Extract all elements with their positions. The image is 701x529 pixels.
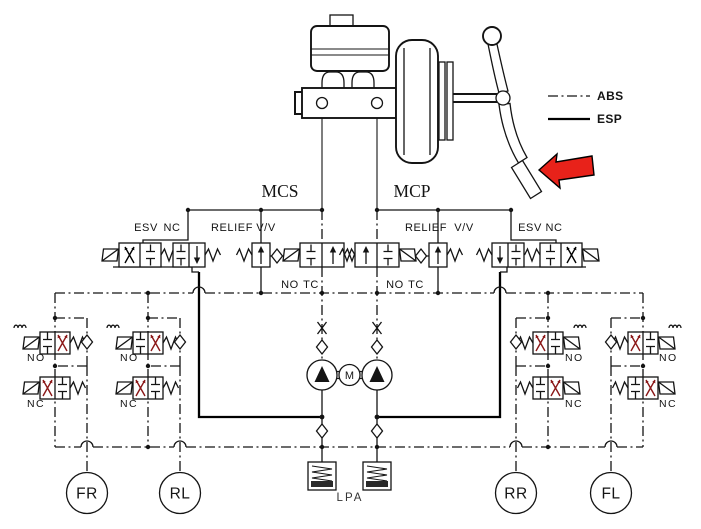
tc-valve-icon (283, 243, 360, 267)
esv-label: ESV (518, 222, 542, 234)
no-label: NO (386, 279, 404, 291)
nc-label: NC (163, 222, 180, 234)
solid-connection-lines (113, 109, 586, 462)
wheel-fr: FR (65, 471, 109, 515)
no-label: NO (27, 352, 46, 364)
tc-valve-icon (340, 243, 417, 267)
wheel-valves-fl: NO NC (604, 324, 682, 410)
solenoid-coil-icon (106, 324, 120, 329)
mcs-port (315, 96, 329, 110)
relief-valve-icon (429, 243, 463, 267)
legend: ABS ESP (548, 89, 624, 126)
legend-esp-label: ESP (597, 112, 622, 126)
motor-icon (338, 363, 361, 387)
nc-valve-icon (173, 243, 221, 267)
motor-label: M (345, 370, 354, 382)
pump-motor-unit: M (306, 321, 393, 439)
pushrod (453, 93, 497, 103)
check-valve-icon (315, 339, 329, 355)
lpa-label: LPA (337, 492, 364, 504)
wheel-label: RR (504, 486, 527, 503)
nc-label: NC (120, 398, 138, 410)
wheel-label: FL (601, 486, 620, 503)
check-valve-icon (414, 248, 428, 264)
valve-block-mcp: RELIEF V/V ESV NC NO TC (340, 222, 600, 291)
wheel-rr: RR (494, 471, 538, 515)
check-valve-icon (315, 423, 329, 439)
outlet-nc-valve-icon (613, 377, 676, 399)
no-label: NO (281, 279, 299, 291)
tc-label: TC (408, 279, 424, 291)
pedal-rod-joint (495, 90, 511, 106)
accumulator-icon (307, 461, 337, 491)
no-label: NO (120, 352, 139, 364)
outlet-nc-valve-icon (23, 377, 86, 399)
low-pressure-accumulators: LPA (307, 461, 392, 504)
relief-label: RELIEF (211, 222, 253, 234)
esv-valve-icon (102, 243, 177, 267)
check-valve-icon (270, 248, 284, 264)
wheel-rl: RL (158, 471, 202, 515)
nc-label: NC (27, 398, 45, 410)
inlet-no-valve-icon (613, 332, 676, 354)
inlet-no-valve-icon (116, 332, 179, 354)
wheel-valves-fr: NO NC (13, 324, 94, 410)
esp-line-network (197, 272, 502, 419)
esv-valve-icon (525, 243, 600, 267)
vv-label: V/V (256, 222, 276, 234)
nc-label: NC (565, 398, 583, 410)
legend-abs-label: ABS (597, 89, 624, 103)
valve-block-mcs: ESV NC RELIEF V/V NO TC (102, 222, 360, 291)
inlet-no-valve-icon (23, 332, 86, 354)
wheel-valves-rl: NO NC (106, 324, 187, 410)
pedal-arm-upper (487, 41, 509, 94)
wheel-label: FR (76, 486, 98, 503)
fluid-reservoir (310, 25, 390, 88)
nc-valve-icon (477, 243, 525, 267)
outlet-nc-valve-icon (116, 377, 179, 399)
master-cylinder (294, 87, 397, 119)
tc-label: TC (303, 279, 319, 291)
inlet-no-valve-icon (518, 332, 581, 354)
accumulator-icon (362, 461, 392, 491)
solenoid-coil-icon (13, 324, 27, 329)
no-label: NO (565, 352, 584, 364)
brake-booster (395, 39, 454, 164)
filter-icon (371, 321, 383, 335)
solenoid-coil-icon (573, 324, 587, 329)
outlet-nc-valve-icon (518, 377, 581, 399)
junction-dots (52, 207, 646, 450)
pedal-arm-lower (498, 102, 528, 164)
nc-label: NC (659, 398, 677, 410)
wheel-fl: FL (589, 471, 633, 515)
check-valve-icon (370, 423, 384, 439)
pump-icon (306, 359, 338, 391)
mcp-port (370, 96, 384, 110)
relief-label: RELIEF (405, 222, 447, 234)
mcp-label: MCP (394, 181, 431, 201)
wheel-label: RL (170, 486, 191, 503)
pedal-pivot (482, 26, 502, 46)
solenoid-coil-icon (668, 324, 682, 329)
filter-icon (316, 321, 328, 335)
vv-label: V/V (454, 222, 474, 234)
check-valve-icon (370, 339, 384, 355)
esv-label: ESV (134, 222, 158, 234)
pedal-force-arrow-icon (537, 152, 595, 190)
mcs-label: MCS (262, 181, 299, 201)
no-label: NO (659, 352, 678, 364)
brake-pedal (482, 26, 543, 200)
wheel-valves-rr: NO NC (509, 324, 587, 410)
pedal-pad (510, 159, 543, 200)
nc-label: NC (545, 222, 562, 234)
line-jump-arcs (80, 286, 618, 448)
relief-valve-icon (237, 243, 271, 267)
pump-icon (361, 359, 393, 391)
